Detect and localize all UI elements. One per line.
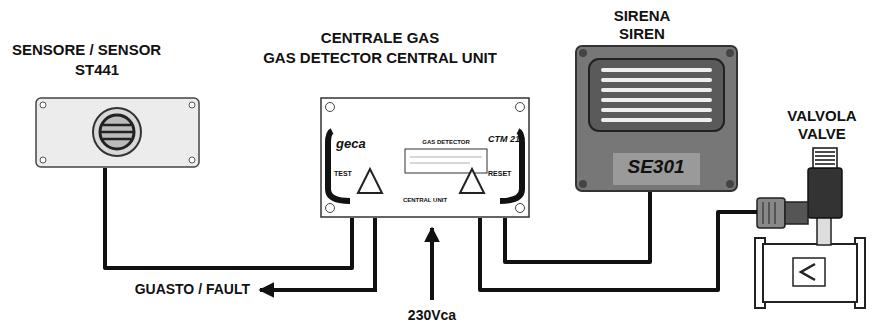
fault-wire [260,218,375,290]
node-text: SENSORE / SENSOR [12,42,161,59]
node-text: VALVE [798,126,846,143]
central-unit-box: CENTRALE GAS GAS DETECTOR CENTRAL UNIT gec… [230,28,550,220]
node-text: SIREN [619,26,665,43]
node-text: SE301 [627,157,684,178]
shape-outline [35,97,200,168]
node-text: TEST [334,170,352,178]
wire-label: GUASTO / FAULT [133,282,252,297]
node-text: VALVOLA [787,108,856,125]
valve-drawing [745,140,868,312]
node-text: CENTRAL UNIT [403,197,447,204]
node-text: ST441 [75,62,119,79]
sensor-housing [35,97,200,168]
siren-box: SIRENASIREN SE301 [570,4,745,196]
valve-box: VALVOLAVALVE [700,106,870,316]
node-text: GAS DETECTOR CENTRAL UNIT [263,50,497,67]
shape-outline [745,140,868,312]
node-text: geca [336,137,366,151]
node-text: RESET [488,170,511,178]
wire-label: 230Vca [406,308,458,323]
node-text: CENTRALE GAS [321,30,439,47]
node-text: GAS DETECTOR [422,139,470,146]
node-text: SIRENA [614,8,671,25]
power-arrow [430,228,434,300]
cable [105,168,352,268]
sensor-box: SENSORE / SENSOR ST441 [10,38,205,172]
node-text: CTM 21 [488,135,520,145]
cable [480,212,745,290]
